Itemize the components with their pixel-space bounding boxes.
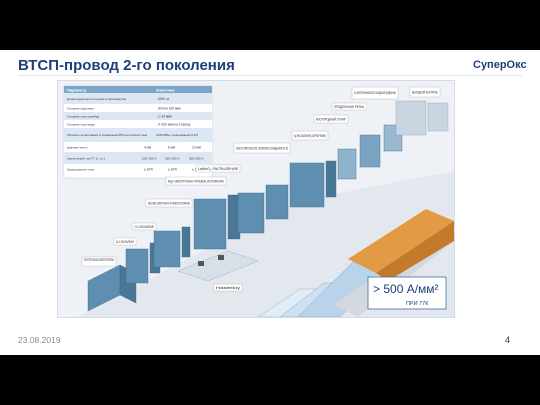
spec-width-4mm: 4 мм <box>144 146 151 150</box>
spec-row-strength-label: Прочность на растяжение (с сохранением 9… <box>67 133 147 137</box>
label-y2o3: Y₂O₃ РАСПЫЛЕНИЕ <box>134 225 155 229</box>
spec-row-copper-label: Толщина слоя меди <box>67 123 95 127</box>
spec-current-12mm: 300–500 А <box>189 157 204 161</box>
spec-row-substrate-value: 60 или 100 мкм <box>158 107 181 111</box>
slide-date: 23.08.2019 <box>18 335 61 345</box>
spec-row-silver-label: Толщина слоя серебра <box>67 115 100 119</box>
spec-header-param: Параметр <box>67 88 87 93</box>
machine-inspection <box>427 102 449 132</box>
spec-current-6mm: 150–300 А <box>165 157 180 161</box>
production-line-figure: Параметр Значение Длина единичного отрез… <box>57 80 455 318</box>
spec-header-value: Значение <box>156 88 175 93</box>
spec-width-label: Ширина ленты <box>67 146 88 150</box>
machine-ag-sputtering <box>337 148 357 180</box>
label-mgo-ibad: MgO IBAD ЭЛЕКТРОННО-ЛУЧЕВОЕ ИСПАРЕНИЕ <box>148 202 190 206</box>
operator-workstation <box>177 250 259 282</box>
copper-layer <box>348 209 454 273</box>
label-al2o3: Al₂O₃ РАСПЫЛЕНИЕ <box>116 240 134 244</box>
callout-condition: ПРИ 77К <box>406 301 429 307</box>
slide-title: ВТСП-провод 2-го поколения <box>18 57 235 74</box>
label-hastelloy: Hastelloy <box>216 286 241 290</box>
machine-lamno3 <box>265 184 289 220</box>
label-slitting: ПРОДОЛЬНАЯ РЕЗКА <box>334 105 365 109</box>
label-electropolishing: ЭЛЕКТРОЛИТИЧЕСКАЯ ЭЛЕКТРОПОЛИРОВКА <box>84 258 114 262</box>
label-ag: Ag РАСПЫЛЕНИЕ (СЕРЕБРЕНИЕ) <box>294 134 326 138</box>
current-density-callout: > 500 А/мм² ПРИ 77К <box>367 276 447 310</box>
tape-layer-stack <box>257 209 454 318</box>
machine-cu-plating <box>395 100 427 136</box>
spec-row-copper-value: 0–100 мкм на сторону <box>158 123 191 127</box>
spec-row-length-value: 600+ м <box>158 97 170 101</box>
callout-value: > 500 А/мм² <box>373 282 439 296</box>
spec-table: Параметр Значение Длина единичного отрез… <box>63 85 213 179</box>
spec-uniformity-label: Однородность тока <box>67 168 94 172</box>
spec-width-6mm: 6 мм <box>168 146 175 150</box>
label-lamno3: LaMnO₃ РАСПЫЛЕНИЕ <box>198 167 239 171</box>
spec-row-strength-value: 1000 МПа / деформация 0,4% <box>156 133 198 137</box>
machine-gdbco-pld <box>289 160 337 208</box>
label-oxygen-anneal: КИСЛОРОДНЫЙ ОТЖИГ <box>316 118 346 122</box>
spec-current-4mm: 100–150 А <box>142 157 157 161</box>
label-gdbco: GdBCO ИМПУЛЬСНОЕ ЛАЗЕРНОЕ ОСАЖДЕНИЕ (PLD… <box>236 147 288 151</box>
spec-table-header <box>64 86 212 93</box>
machine-mgo-ibad <box>193 194 241 250</box>
spec-row-substrate-label: Толщина подложки <box>67 107 94 111</box>
company-logo: СуперОкс <box>473 59 527 71</box>
spec-row-silver-value: 1–10 мкм <box>158 115 172 119</box>
machine-mgo <box>237 192 265 234</box>
machine-oxygen-anneal <box>359 134 381 168</box>
spec-uniformity-6mm: ± 10% <box>168 168 177 172</box>
spec-row-length-label: Длина единичного отрезка в производстве <box>67 97 127 101</box>
spec-uniformity-4mm: ± 10% <box>144 168 153 172</box>
machine-y2o3 <box>153 226 191 268</box>
label-inspection: ВЫХОДНОЙ КОНТРОЛЬ <box>412 91 438 95</box>
spec-current-label: Критический ток (77 К, с.п.) <box>67 157 105 161</box>
page-number: 4 <box>505 335 511 345</box>
slide: ВТСП-провод 2-го поколения СуперОкс Пара… <box>0 50 540 355</box>
header-divider <box>18 75 522 76</box>
label-cu-plating: Cu ЭЛЕКТРОХИМИЧЕСКОЕ ОСАЖДЕНИЕ (МЕДНЕНИЕ… <box>354 91 396 95</box>
label-mgo: MgO ЭЛЕКТРОННО-ЛУЧЕВОЕ ИСПАРЕНИЕ <box>168 180 225 184</box>
spec-width-12mm: 12 мм <box>192 146 201 150</box>
